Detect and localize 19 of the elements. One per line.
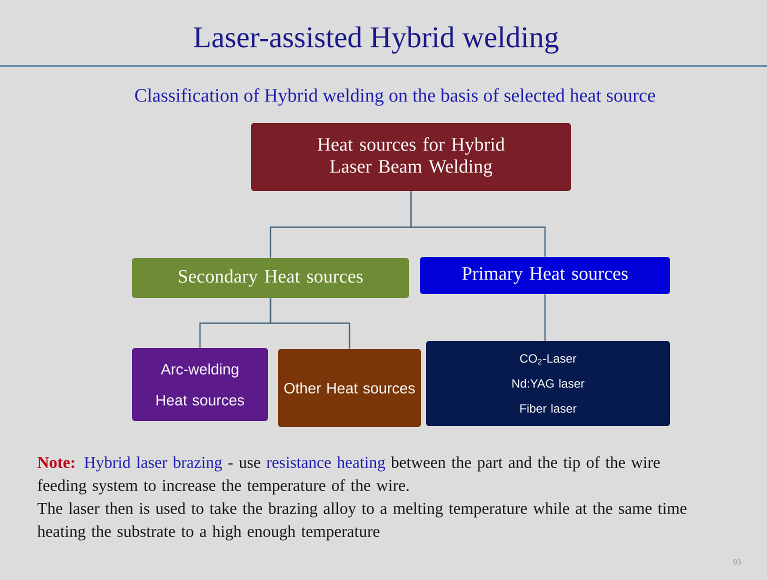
note-text: Note: Hybrid laser brazing - use resistance heating between the part and the tip of the wire feeding system to increase the temperature of the wire. The laser then is used to take the brazing alloy to a melting temperature while at the same time heating the substrate to a high enough temperature <box>37 456 686 540</box>
category-box: Secondary Heat sources <box>132 258 409 298</box>
source-box: Arc-welding Heat sources <box>132 348 268 421</box>
category-box: Heat sources for Hybrid Laser Beam Welding <box>251 123 571 191</box>
label: - use <box>228 460 260 468</box>
source-box: Other Heat sources <box>278 349 421 427</box>
label: feeding system to increase the temperature of the wire. <box>38 479 409 494</box>
slide-title: Laser-assisted Hybrid welding <box>194 26 558 54</box>
connector-line <box>270 298 350 349</box>
label: Hybrid laser brazing <box>84 456 222 472</box>
page-number: 93 <box>733 559 741 565</box>
label: resistance heating <box>266 456 386 472</box>
label: Note: <box>38 457 74 468</box>
label: The laser then is used to take the brazing alloy to a melting temperature while at the same time heating the substrate to a high enough temperature <box>37 502 686 540</box>
connector-line <box>544 294 546 341</box>
label: between the part and the tip of the wire <box>390 456 660 472</box>
category-box: Primary Heat sources <box>420 257 670 294</box>
source-box: CO$_{2}$-Laser Nd:YAG laser Fiber laser <box>426 341 670 426</box>
connector-line <box>410 191 546 257</box>
